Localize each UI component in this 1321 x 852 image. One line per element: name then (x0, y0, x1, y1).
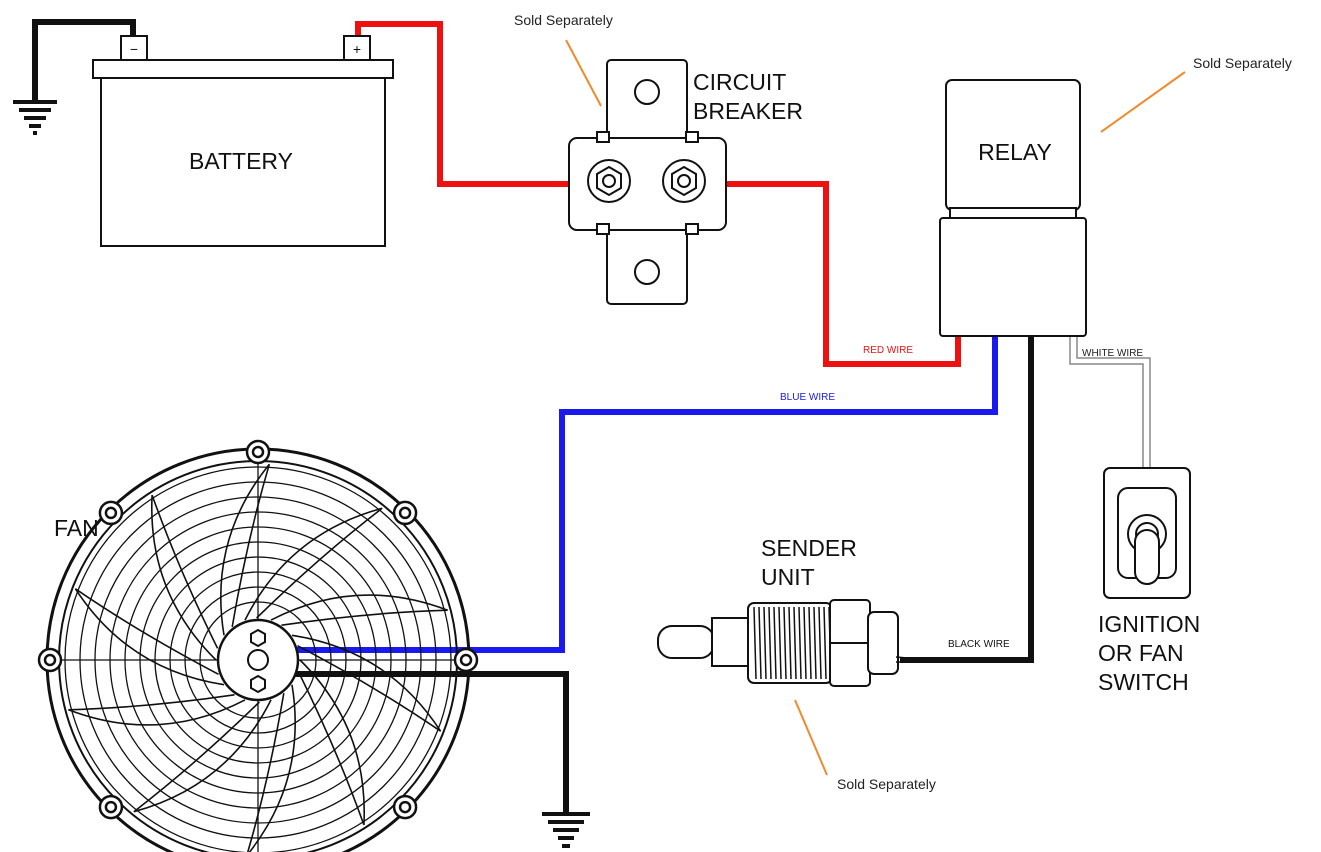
fan-ground-wire (282, 671, 569, 812)
battery-negative-terminal: − (130, 41, 138, 57)
black-wire (900, 336, 1034, 663)
fan-label: FAN (54, 515, 99, 541)
white-wire-label: WHITE WIRE (1082, 348, 1143, 359)
red-wire (684, 181, 961, 367)
fan (37, 439, 479, 852)
white-wire (1069, 336, 1151, 468)
switch-label-line3: SWITCH (1098, 669, 1189, 695)
battery-ground-wire (32, 19, 136, 102)
circuit-breaker: CIRCUIT BREAKER (568, 59, 803, 305)
circuit-breaker-label-line1: CIRCUIT (693, 69, 786, 95)
switch-label-line2: OR FAN (1098, 640, 1184, 666)
relay-note: Sold Separately (1193, 55, 1292, 71)
relay: RELAY (939, 79, 1087, 337)
battery-ground-symbol (13, 100, 57, 135)
fan-ground-symbol (542, 812, 590, 848)
blue-wire-label: BLUE WIRE (780, 392, 835, 403)
relay-label: RELAY (978, 139, 1052, 165)
note-pointers (565, 39, 1186, 776)
breaker-note: Sold Separately (514, 12, 613, 28)
switch-label-line1: IGNITION (1098, 611, 1200, 637)
battery-positive-wire (355, 21, 602, 187)
circuit-breaker-label-line2: BREAKER (693, 98, 803, 124)
battery: − + BATTERY (92, 35, 394, 247)
fan-switch: IGNITION OR FAN SWITCH (1098, 467, 1200, 695)
sender-unit-label-line1: SENDER (761, 535, 857, 561)
sender-unit: SENDER UNIT (657, 535, 931, 687)
battery-positive-terminal: + (353, 41, 361, 57)
red-wire-label: RED WIRE (863, 345, 913, 356)
sender-unit-label-line2: UNIT (761, 564, 815, 590)
sender-note: Sold Separately (837, 776, 936, 792)
black-wire-label: BLACK WIRE (948, 639, 1010, 650)
battery-label: BATTERY (189, 148, 293, 174)
